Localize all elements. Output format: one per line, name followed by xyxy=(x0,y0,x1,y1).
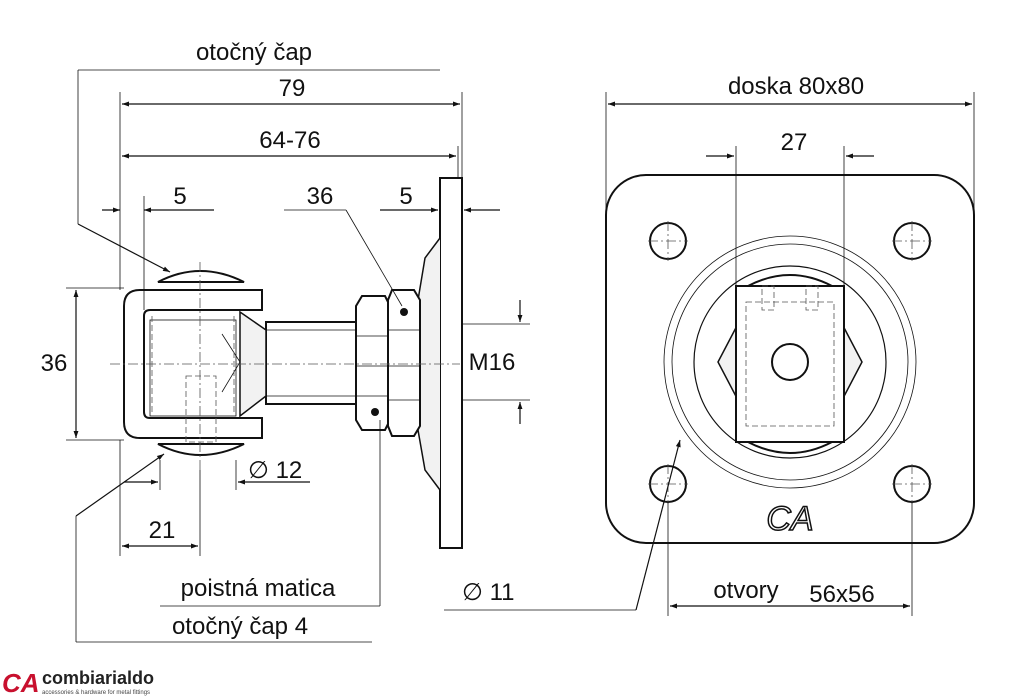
dim-21-label: 21 xyxy=(149,517,176,544)
brand-name: combiarialdo xyxy=(42,668,154,688)
pin-cap-front-bottom xyxy=(747,441,833,454)
pin-cap-top xyxy=(157,270,245,283)
brand-tagline: accessories & hardware for metal fitting… xyxy=(42,690,150,696)
pin-cap-bottom xyxy=(157,443,245,456)
m16-label: M16 xyxy=(469,349,516,376)
dim-5-right-label: 5 xyxy=(399,183,412,210)
otvory-label: otvory xyxy=(713,577,778,604)
dia-11-label: ∅ 11 xyxy=(462,579,515,606)
otocny-cap-4-label: otočný čap 4 xyxy=(172,613,308,640)
side-view: 79 64-76 5 36 5 36 M16 ∅ 12 xyxy=(41,39,530,643)
dim-36-left-label: 36 xyxy=(41,350,68,377)
bracket-neck xyxy=(239,310,267,418)
otocny-cap-label: otočný čap xyxy=(196,39,312,66)
u-bracket xyxy=(123,289,263,439)
threaded-rod xyxy=(265,321,359,405)
mounting-plate-side xyxy=(439,177,463,549)
ca-stamp: CA xyxy=(766,500,813,538)
poistna-matica-label: poistná matica xyxy=(181,575,336,602)
dim-27-label: 27 xyxy=(781,129,808,156)
brand-logo: CA combiarialdo accessories & hardware f… xyxy=(2,668,154,698)
dim-64-76-label: 64-76 xyxy=(259,127,320,154)
dia-12-label: ∅ 12 xyxy=(248,457,302,484)
pin-cap-front-top xyxy=(747,274,833,287)
dim-79-label: 79 xyxy=(279,75,306,102)
brand-mark: CA xyxy=(2,668,40,698)
dim-5-left-label: 5 xyxy=(173,183,186,210)
front-view: CA doska 80x80 27 otvory 56x56 ∅ 11 xyxy=(444,73,975,616)
mounting-holes xyxy=(648,221,932,504)
main-nut xyxy=(387,289,421,437)
dim-56x56-label: 56x56 xyxy=(809,581,874,608)
rod-end xyxy=(771,343,809,381)
doska-label: doska 80x80 xyxy=(728,73,864,100)
dim-36-top-label: 36 xyxy=(307,183,334,210)
